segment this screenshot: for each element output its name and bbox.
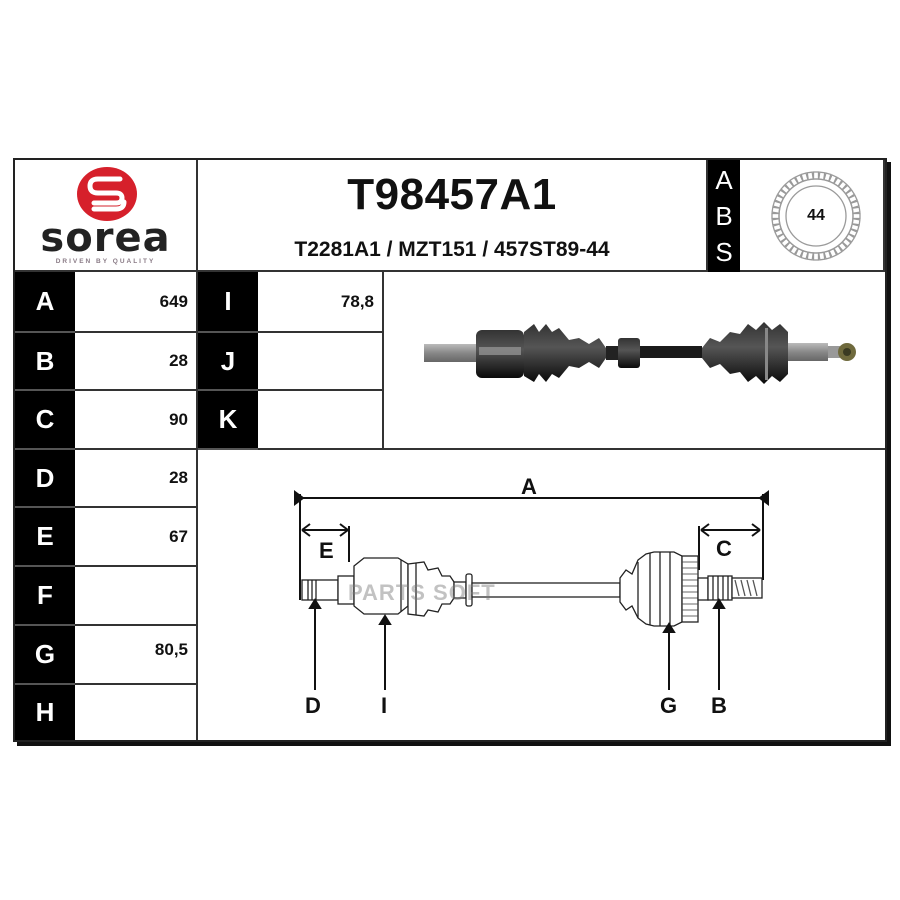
diagram-label-d: D [305,693,321,718]
dim-label-i: I [198,272,258,333]
watermark-text: PARTS SOFT [348,580,496,605]
abs-letter-s: S [715,236,733,267]
sorea-logo-icon [77,167,137,221]
diagram-label-i: I [381,693,388,718]
dim-label-g: G [15,626,75,685]
dim-value-d: 28 [75,450,198,508]
diagram-label-c: C [716,536,732,561]
dim-value-j [258,333,384,391]
dim-label-k: K [198,391,258,450]
logo-cell: sorea DRIVEN BY QUALITY [15,160,198,272]
dim-value-a: 649 [75,272,198,333]
dim-label-b: B [15,333,75,391]
abs-tone-ring-gear-icon [771,171,861,261]
drive-shaft-photo [384,272,885,450]
dim-value-b: 28 [75,333,198,391]
dim-label-h: H [15,685,75,740]
dim-value-f [75,567,198,626]
dimension-diagram: PARTS SOFT A E C D I G B [198,450,885,740]
abs-letter-b: B [715,200,733,231]
dim-value-k [258,391,384,450]
dim-label-d: D [15,450,75,508]
abs-letter-a: A [715,164,733,195]
dim-value-g: 80,5 [75,626,198,685]
drive-shaft-photo-icon [424,322,856,384]
dim-value-h [75,685,198,740]
abs-teeth-count: 44 [807,207,825,224]
dim-label-j: J [198,333,258,391]
part-number-title: T98457A1 [198,160,708,232]
dim-value-e: 67 [75,508,198,567]
dim-value-c: 90 [75,391,198,450]
dim-label-c: C [15,391,75,450]
diagram-label-e: E [319,538,334,563]
dim-value-i: 78,8 [258,272,384,333]
dim-label-e: E [15,508,75,567]
brand-tagline: DRIVEN BY QUALITY [55,258,156,265]
abs-ring-cell: 44 [740,160,885,272]
dim-label-a: A [15,272,75,333]
diagram-label-g: G [660,693,678,718]
dim-label-f: F [15,567,75,626]
drive-shaft-dimension-diagram-icon: PARTS SOFT [294,490,769,690]
abs-label: A B S [708,160,740,272]
brand-name: sorea [40,215,171,261]
diagram-label-b: B [711,693,727,718]
diagram-label-a: A [521,474,537,499]
cross-references: T2281A1 / MZT151 / 457ST89-44 [198,230,708,272]
